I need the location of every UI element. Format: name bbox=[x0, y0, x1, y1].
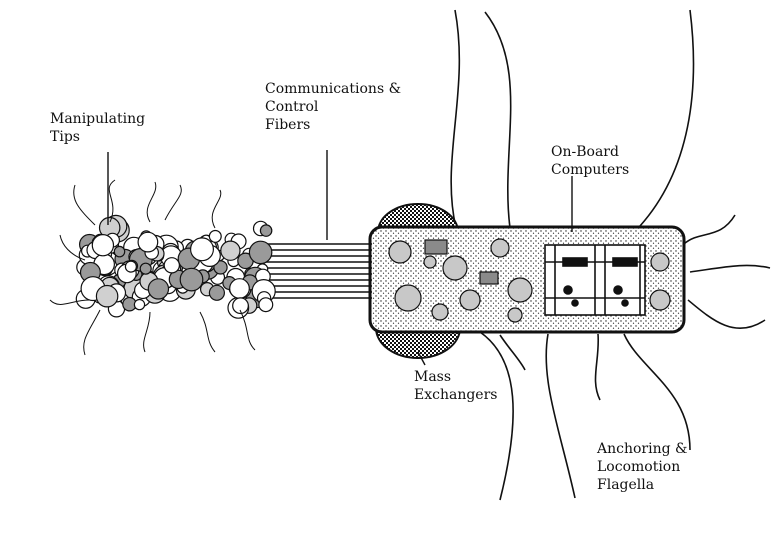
onboard-computer-circuit bbox=[544, 244, 646, 316]
arm-bubble bbox=[229, 278, 250, 299]
flagellum-1 bbox=[450, 9, 461, 229]
label-line: Mass bbox=[414, 369, 452, 385]
label-anchoring-flagella: Anchoring & Locomotion Flagella bbox=[597, 440, 687, 494]
label-line: Fibers bbox=[265, 117, 311, 133]
arm-bubble bbox=[232, 297, 249, 315]
arm-bubble bbox=[190, 237, 215, 262]
arm-bubble bbox=[133, 298, 146, 311]
control-fibers bbox=[258, 243, 372, 299]
flagellum-3 bbox=[639, 9, 695, 227]
flagellum-5 bbox=[689, 264, 771, 273]
arm-bubble bbox=[259, 224, 273, 237]
arm-bubble bbox=[137, 231, 159, 253]
arm-bubble bbox=[220, 240, 241, 261]
label-line: Computers bbox=[551, 162, 630, 178]
label-line: Exchangers bbox=[414, 387, 498, 403]
label-line: Tips bbox=[50, 129, 80, 145]
label-line: Control bbox=[265, 99, 319, 115]
label-line: On-Board bbox=[551, 144, 619, 160]
arm-bubble bbox=[147, 278, 170, 300]
flagellum-2 bbox=[484, 11, 512, 229]
flagella-group bbox=[450, 9, 771, 501]
internal-parts bbox=[388, 238, 671, 323]
label-communications: Communications & Control Fibers bbox=[265, 80, 401, 134]
label-onboard-computers: On-Board Computers bbox=[551, 143, 629, 179]
flagellum-8 bbox=[545, 333, 576, 499]
label-line: Communications & bbox=[265, 81, 402, 97]
manipulator-tendrils bbox=[49, 179, 256, 356]
manipulator-arm bbox=[75, 214, 276, 319]
arm-bubble bbox=[91, 233, 115, 257]
label-line: Flagella bbox=[597, 477, 655, 493]
label-line: Anchoring & bbox=[597, 441, 688, 457]
arm-bubble bbox=[258, 297, 274, 313]
arm-bubble bbox=[163, 257, 180, 274]
arm-bubble bbox=[95, 284, 119, 308]
label-line: Locomotion bbox=[597, 459, 681, 475]
flagellum-7 bbox=[479, 331, 514, 501]
leader-lines bbox=[107, 150, 573, 366]
arm-bubble bbox=[208, 284, 225, 301]
arm-bubble bbox=[124, 260, 137, 273]
flagellum-6 bbox=[687, 299, 766, 330]
flagellum-9 bbox=[594, 333, 601, 401]
arm-bubble bbox=[139, 262, 152, 275]
label-mass-exchangers: Mass Exchangers bbox=[414, 368, 497, 404]
arm-bubble bbox=[208, 229, 222, 243]
label-line: Manipulating bbox=[50, 111, 146, 127]
label-manipulating-tips: Manipulating Tips bbox=[50, 110, 145, 146]
arm-bubble bbox=[179, 267, 204, 292]
arm-bubble bbox=[248, 240, 273, 265]
arm-bubble bbox=[113, 245, 126, 258]
flagellum-11 bbox=[499, 334, 526, 371]
flagellum-10 bbox=[623, 333, 691, 451]
flagellum-4 bbox=[683, 214, 736, 245]
